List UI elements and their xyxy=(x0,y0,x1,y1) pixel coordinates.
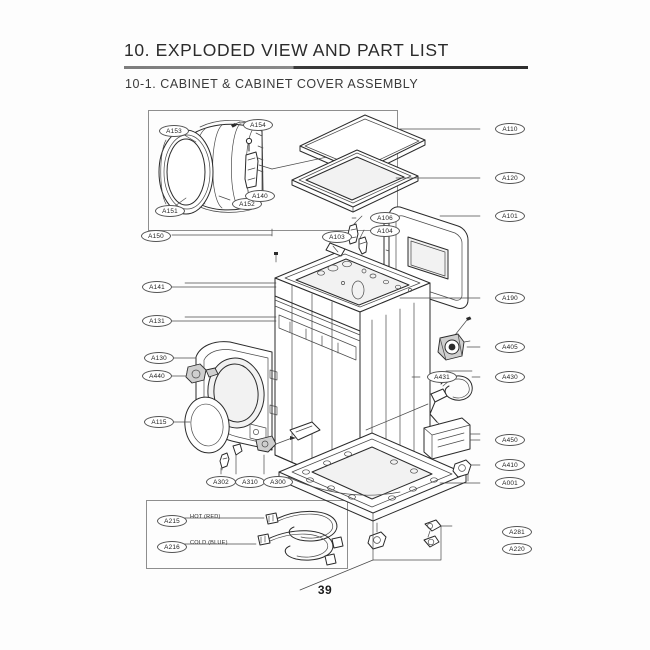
cabinet-body-art xyxy=(275,249,430,492)
part-callout-a450: A450 xyxy=(495,434,525,446)
front-panel-art xyxy=(196,342,277,450)
part-callout-a216: A216 xyxy=(157,541,187,553)
part-callout-a120: A120 xyxy=(495,172,525,184)
part-callout-a405: A405 xyxy=(495,341,525,353)
hot-hose-label: HOT (RED) xyxy=(190,514,221,520)
part-callout-a153: A153 xyxy=(159,125,189,137)
page-number: 39 xyxy=(317,583,333,597)
part-callout-a104: A104 xyxy=(370,225,400,237)
part-callout-a302: A302 xyxy=(206,476,236,488)
part-callout-a281: A281 xyxy=(502,526,532,538)
door-gasket-art xyxy=(181,394,232,456)
part-callout-a190: A190 xyxy=(495,292,525,304)
base-screws-art xyxy=(220,422,320,474)
part-callout-a151: A151 xyxy=(155,205,185,217)
part-callout-a001: A001 xyxy=(495,477,525,489)
title-divider xyxy=(124,66,528,69)
part-callout-a103: A103 xyxy=(322,231,352,243)
part-callout-a130: A130 xyxy=(144,352,174,364)
part-callout-a106: A106 xyxy=(370,212,400,224)
part-callout-a154: A154 xyxy=(243,119,273,131)
part-callout-a141: A141 xyxy=(142,281,172,293)
part-callout-a215: A215 xyxy=(157,515,187,527)
subsection-title: 10-1. CABINET & CABINET COVER ASSEMBLY xyxy=(125,77,419,91)
part-callout-a110: A110 xyxy=(495,123,525,135)
part-callout-a440: A440 xyxy=(142,370,172,382)
control-box-art xyxy=(424,418,480,459)
part-callout-a410: A410 xyxy=(495,459,525,471)
part-callout-a150: A150 xyxy=(141,230,171,242)
upper-bracket-art xyxy=(185,252,278,317)
part-callout-a140: A140 xyxy=(245,190,275,202)
hose-assembly-inset-box xyxy=(146,500,348,569)
part-callout-a115: A115 xyxy=(144,416,174,428)
part-callout-a310: A310 xyxy=(235,476,265,488)
page-title: 10. EXPLODED VIEW AND PART LIST xyxy=(124,40,449,60)
part-callout-a430: A430 xyxy=(495,371,525,383)
dispenser-part-art xyxy=(186,364,218,383)
part-callout-a220: A220 xyxy=(502,543,532,555)
part-callout-a300: A300 xyxy=(263,476,293,488)
part-callout-a131: A131 xyxy=(142,315,172,327)
pump-motor-art xyxy=(438,334,470,360)
cold-hose-label: COLD (BLUE) xyxy=(190,540,228,546)
part-callout-a101: A101 xyxy=(495,210,525,222)
part-callout-a431: A431 xyxy=(427,371,457,383)
